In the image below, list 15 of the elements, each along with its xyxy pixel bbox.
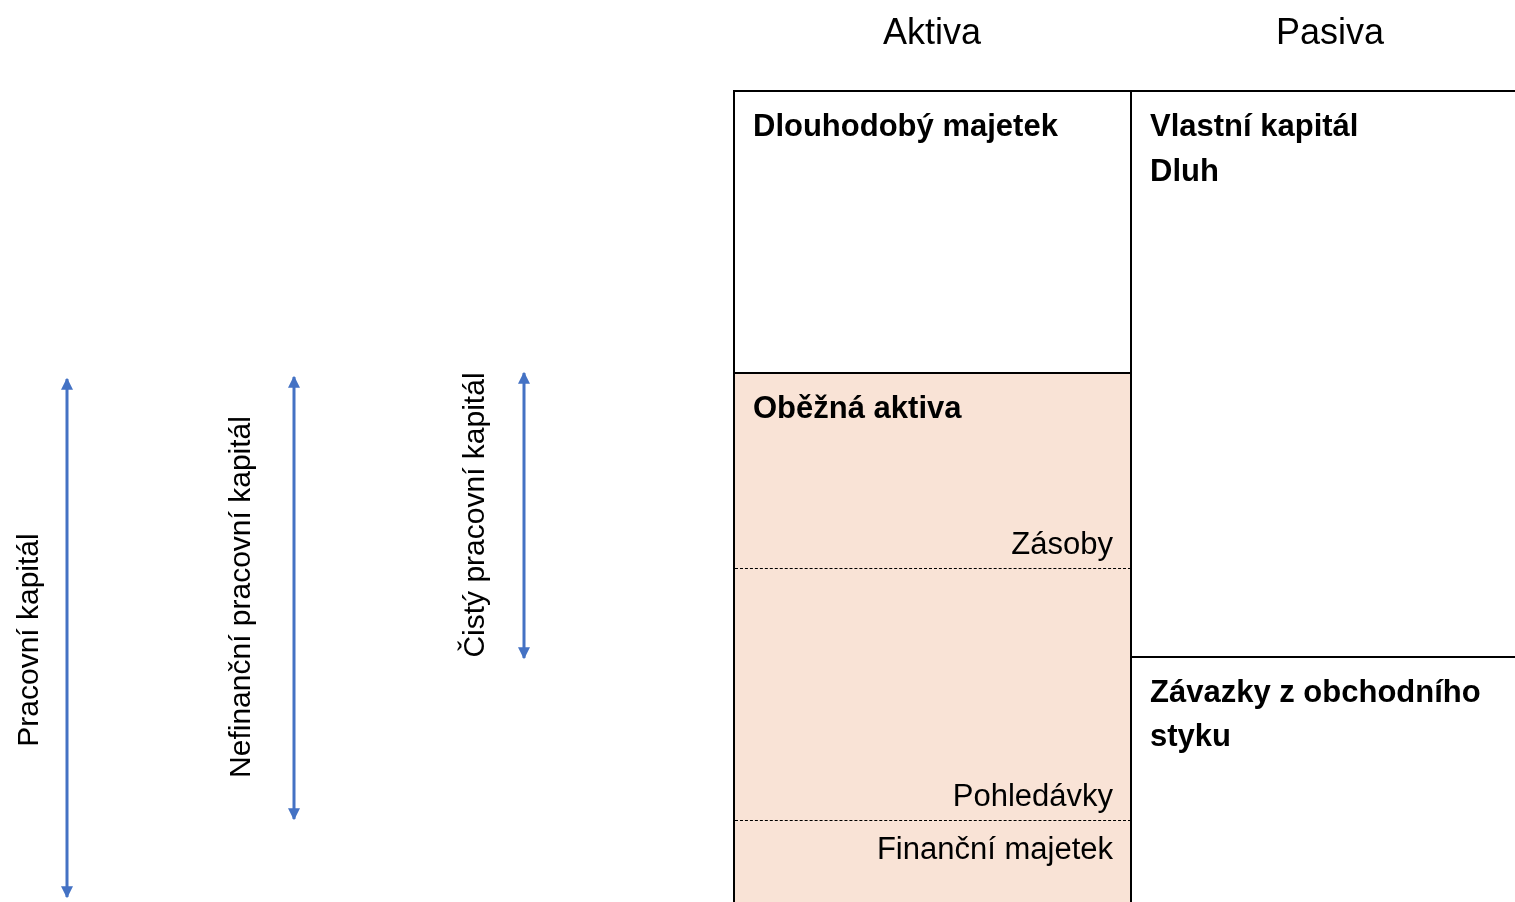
section-heading: Oběžná aktiva — [753, 389, 962, 427]
column-heading: Pasiva — [1275, 11, 1385, 53]
measure-label: Pracovní kapitál — [11, 533, 45, 747]
band-label: Finanční majetek — [876, 831, 1113, 867]
band-label: Zásoby — [1011, 526, 1113, 562]
measure-label: Čistý pracovní kapitál — [457, 372, 491, 658]
section-heading: Dlouhodobý majetek — [753, 107, 1058, 145]
asset-block — [733, 372, 1132, 902]
band-label: Pohledávky — [952, 778, 1113, 814]
section-heading: Vlastní kapitál — [1150, 107, 1359, 145]
section-heading: Závazky z obchodního styku — [1150, 673, 1482, 755]
section-heading: Dluh — [1150, 152, 1219, 190]
asset-block — [733, 90, 1132, 374]
column-heading: Aktiva — [883, 11, 981, 53]
measure-label: Nefinanční pracovní kapitál — [223, 416, 257, 778]
